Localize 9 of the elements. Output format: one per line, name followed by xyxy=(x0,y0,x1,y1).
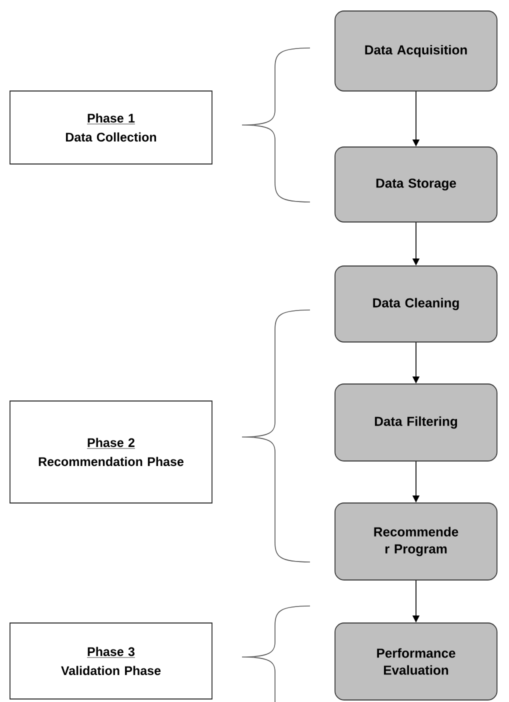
process-box: Data Acquisition xyxy=(334,10,498,92)
phase-box: Phase 3 Validation Phase xyxy=(10,622,212,700)
process-box: Data Cleaning xyxy=(334,266,498,342)
process-box: Recommende r Program xyxy=(334,502,498,580)
process-box: Data Storage xyxy=(334,146,498,222)
process-box: Performance Evaluation xyxy=(334,622,498,700)
process-box: Data Filtering xyxy=(334,384,498,462)
phase-box: Phase 2 Recommendation Phase xyxy=(10,400,212,504)
phase-box: Phase 1 Data Collection xyxy=(10,90,212,164)
